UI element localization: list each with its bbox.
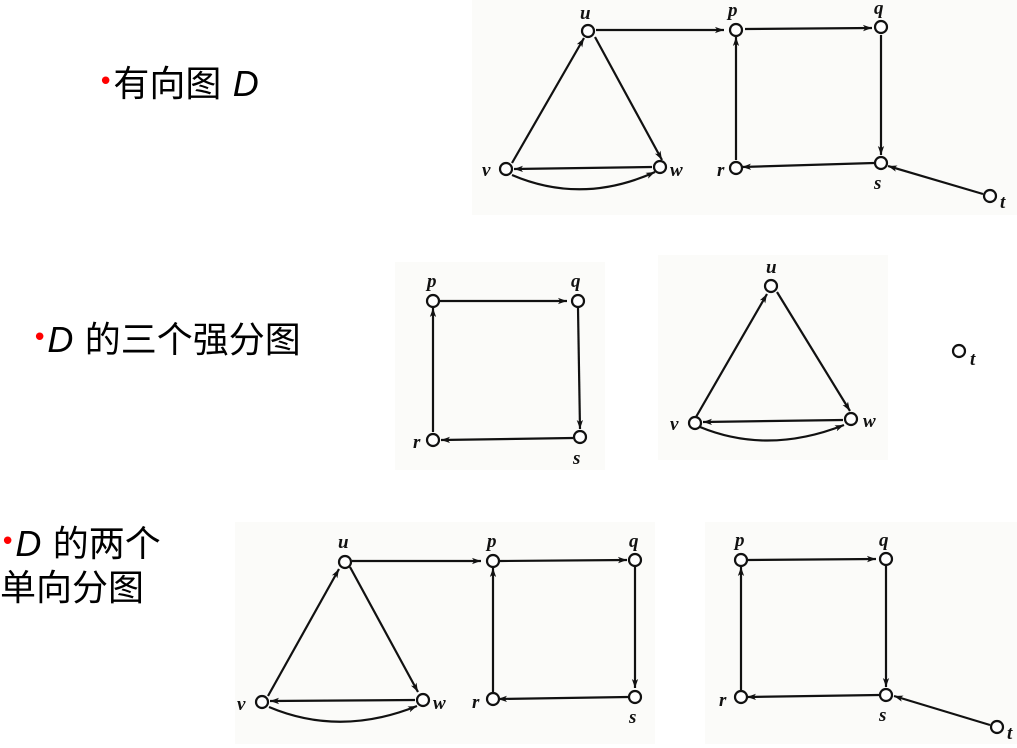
strong-component-uvw: u v w (658, 255, 888, 460)
label-r: r (413, 432, 421, 453)
label-s: s (873, 173, 881, 194)
label-v: v (670, 414, 679, 435)
node-r (733, 689, 749, 705)
label-u: u (766, 257, 777, 278)
bullet-icon: • (32, 323, 48, 353)
label-text: 的三个强分图 (73, 320, 301, 361)
node-r (425, 432, 441, 448)
label-text: 有向图 (113, 64, 233, 105)
node-q (873, 19, 889, 35)
graph-d-panel: u v w p q r s t (472, 0, 1017, 215)
label-t: t (1007, 723, 1013, 744)
edge-v-w (511, 170, 656, 191)
label-strong-components: •D 的三个强分图 (32, 316, 301, 363)
node-v (498, 161, 514, 177)
edge-u-w (594, 36, 663, 161)
node-p (425, 293, 441, 309)
edge-v-u (511, 37, 585, 164)
node-p (733, 552, 749, 568)
unilateral-component-2: p q r s t (705, 522, 1017, 744)
node-t (982, 188, 998, 204)
strong-component-pqrs: p q r s (395, 262, 605, 470)
node-u (763, 278, 779, 294)
label-w: w (863, 411, 876, 432)
unilateral-component-1: u v w p q r s (235, 522, 655, 744)
label-p: p (726, 0, 738, 21)
edge-t-s (887, 164, 984, 196)
label-text-line1: 的两个 (41, 524, 161, 565)
label-var: D (15, 523, 42, 564)
bullet-icon: • (0, 527, 16, 557)
label-t: t (970, 349, 976, 370)
node-q (878, 551, 894, 567)
edge-p-q (744, 24, 873, 32)
label-t: t (1000, 192, 1006, 213)
label-p: p (733, 530, 745, 551)
node-p (485, 553, 501, 569)
label-u: u (338, 532, 349, 553)
node-s (627, 689, 643, 705)
label-s: s (628, 707, 636, 728)
node-w (652, 159, 668, 175)
label-r: r (472, 692, 480, 713)
label-v: v (237, 694, 246, 715)
label-s: s (572, 448, 580, 469)
node-v (687, 415, 703, 431)
edge-w-v (513, 165, 653, 173)
node-s (873, 155, 889, 171)
label-digraph-d: •有向图 D (98, 60, 259, 107)
label-r: r (719, 690, 727, 711)
label-text-line2: 单向分图 (0, 568, 145, 609)
label-q: q (874, 0, 884, 19)
node-r (728, 160, 744, 176)
node-r (485, 691, 501, 707)
label-q: q (571, 271, 581, 292)
label-p: p (425, 271, 437, 292)
node-w (843, 411, 859, 427)
label-r: r (717, 160, 725, 181)
node-t (989, 719, 1005, 735)
node-v (254, 694, 270, 710)
label-u: u (580, 3, 591, 24)
node-p (728, 22, 744, 38)
label-w: w (433, 693, 446, 714)
edge-s-r (741, 161, 875, 170)
node-u (337, 554, 353, 570)
label-var: D (47, 319, 74, 360)
node-u (580, 23, 596, 39)
node-s (572, 429, 588, 445)
label-v: v (482, 160, 491, 181)
label-var: D (232, 63, 259, 104)
label-w: w (670, 160, 683, 181)
label-q: q (629, 531, 639, 552)
node-q (627, 552, 643, 568)
node-t (951, 343, 967, 359)
node-q (570, 293, 586, 309)
label-p: p (485, 531, 497, 552)
label-q: q (879, 530, 889, 551)
label-unilateral-components: •D 的两个 单向分图 (0, 520, 161, 611)
node-w (415, 692, 431, 708)
node-s (878, 687, 894, 703)
graph-d: u v w p q r s t (482, 0, 1006, 213)
strong-component-t: t (945, 335, 995, 375)
bullet-icon: • (98, 67, 114, 97)
label-s: s (878, 705, 886, 726)
